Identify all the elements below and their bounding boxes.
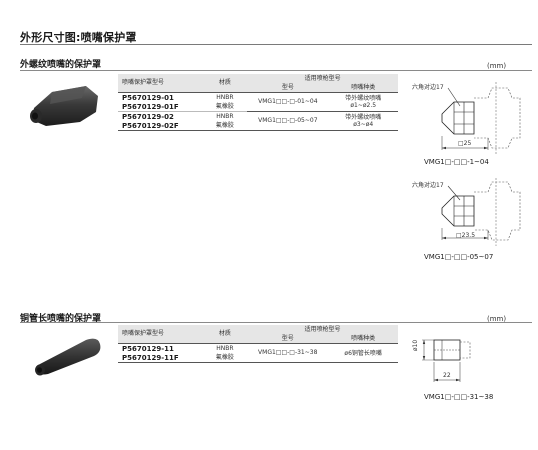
drawing-caption: VMG1□-□□-05~07	[424, 253, 494, 261]
title-divider	[20, 44, 532, 45]
hex-label: 六角对边17	[412, 182, 444, 189]
table-row: P5670129-02 HNBR VMG1□□-□-05~07 带外螺纹喷嘴 ø…	[118, 111, 398, 131]
part-number-cell: P5670129-02F	[118, 121, 203, 131]
part-number-cell: P5670129-02	[118, 111, 203, 121]
drawing-31-38-svg	[422, 339, 471, 382]
section2-title: 铜管长喷嘴的保护罩	[20, 314, 102, 324]
header-nozzle-type: 喷嘴种类	[328, 334, 398, 344]
header-model: 型号	[247, 83, 329, 93]
diameter-label: ø10	[412, 339, 420, 352]
header-material: 材质	[202, 74, 248, 93]
table-row: P5670129-02F 氟橡胶	[118, 121, 398, 131]
header-nozzle-type: 喷嘴种类	[328, 83, 398, 93]
header-part-number: 喷嘴保护罩型号	[118, 74, 203, 93]
material-cell: 氟橡胶	[202, 121, 248, 131]
section2-spec-table: 喷嘴保护罩型号 材质 适用喷枪型号 型号 喷嘴种类 P5670129-11 HN…	[118, 325, 398, 363]
nozzle-type-cell: ø6铜管长喷嘴	[328, 343, 398, 363]
section1-spec-table: 喷嘴保护罩型号 材质 适用喷枪型号 型号 喷嘴种类 P5670129-01 HN…	[118, 74, 398, 131]
material-cell: HNBR	[202, 343, 248, 353]
dimension-label: □23.5	[456, 232, 476, 239]
model-cell: VMG1□□-□-05~07	[247, 111, 329, 131]
drawing-05-07-svg	[441, 178, 521, 246]
drawing-01-04: 六角对边17 □25	[408, 76, 536, 176]
drawing-caption: VMG1□-□□-1~04	[424, 158, 489, 166]
header-material: 材质	[202, 325, 248, 344]
drawing-31-38: ø10 22	[412, 332, 532, 390]
drawing-05-07: 六角对边17 □23.5	[408, 176, 536, 256]
part-number-cell: P5670129-01F	[118, 102, 203, 112]
material-cell: HNBR	[202, 92, 248, 102]
model-cell: VMG1□□-□-01~04	[247, 92, 329, 112]
long-nozzle-cover-image	[35, 338, 101, 376]
dimension-label: □25	[458, 140, 472, 147]
header-applicable-gun: 适用喷枪型号	[247, 325, 398, 334]
material-cell: 氟橡胶	[202, 353, 248, 363]
drawing-caption: VMG1□-□□-31~38	[424, 393, 494, 401]
drawing-01-04-svg	[441, 82, 521, 154]
nozzle-type-line2: ø1~ø2.5	[350, 102, 377, 109]
hex-label: 六角对边17	[412, 84, 444, 91]
material-cell: 氟橡胶	[202, 102, 248, 112]
header-model: 型号	[247, 334, 329, 344]
material-cell: HNBR	[202, 111, 248, 121]
table-row: P5670129-11 HNBR VMG1□□-□-31~38 ø6铜管长喷嘴	[118, 343, 398, 363]
nozzle-type-line2: ø3~ø4	[353, 121, 374, 128]
length-label: 22	[443, 372, 451, 379]
part-number-cell: P5670129-11	[118, 343, 203, 353]
table-row: P5670129-11F 氟橡胶	[118, 353, 398, 363]
section2-divider	[20, 322, 532, 323]
section1-title: 外螺纹喷嘴的保护罩	[20, 60, 102, 70]
section2-unit: (mm)	[487, 315, 507, 323]
part-number-cell: P5670129-01	[118, 92, 203, 102]
header-applicable-gun: 适用喷枪型号	[247, 74, 398, 83]
table-row: P5670129-01 HNBR VMG1□□-□-01~04 带外螺纹喷嘴 ø…	[118, 92, 398, 112]
section1-unit: (mm)	[487, 62, 507, 70]
page-title: 外形尺寸图:喷嘴保护罩	[20, 31, 137, 44]
nozzle-type-line1: 带外螺纹喷嘴	[345, 95, 382, 102]
header-part-number: 喷嘴保护罩型号	[118, 325, 203, 344]
part-number-cell: P5670129-11F	[118, 353, 203, 363]
hex-nozzle-cover-image	[30, 86, 98, 126]
nozzle-type-cell: 带外螺纹喷嘴 ø3~ø4	[328, 111, 398, 131]
nozzle-type-line1: 带外螺纹喷嘴	[345, 114, 382, 121]
model-cell: VMG1□□-□-31~38	[247, 343, 329, 363]
section1-divider	[20, 70, 532, 71]
nozzle-type-cell: 带外螺纹喷嘴 ø1~ø2.5	[328, 92, 398, 112]
